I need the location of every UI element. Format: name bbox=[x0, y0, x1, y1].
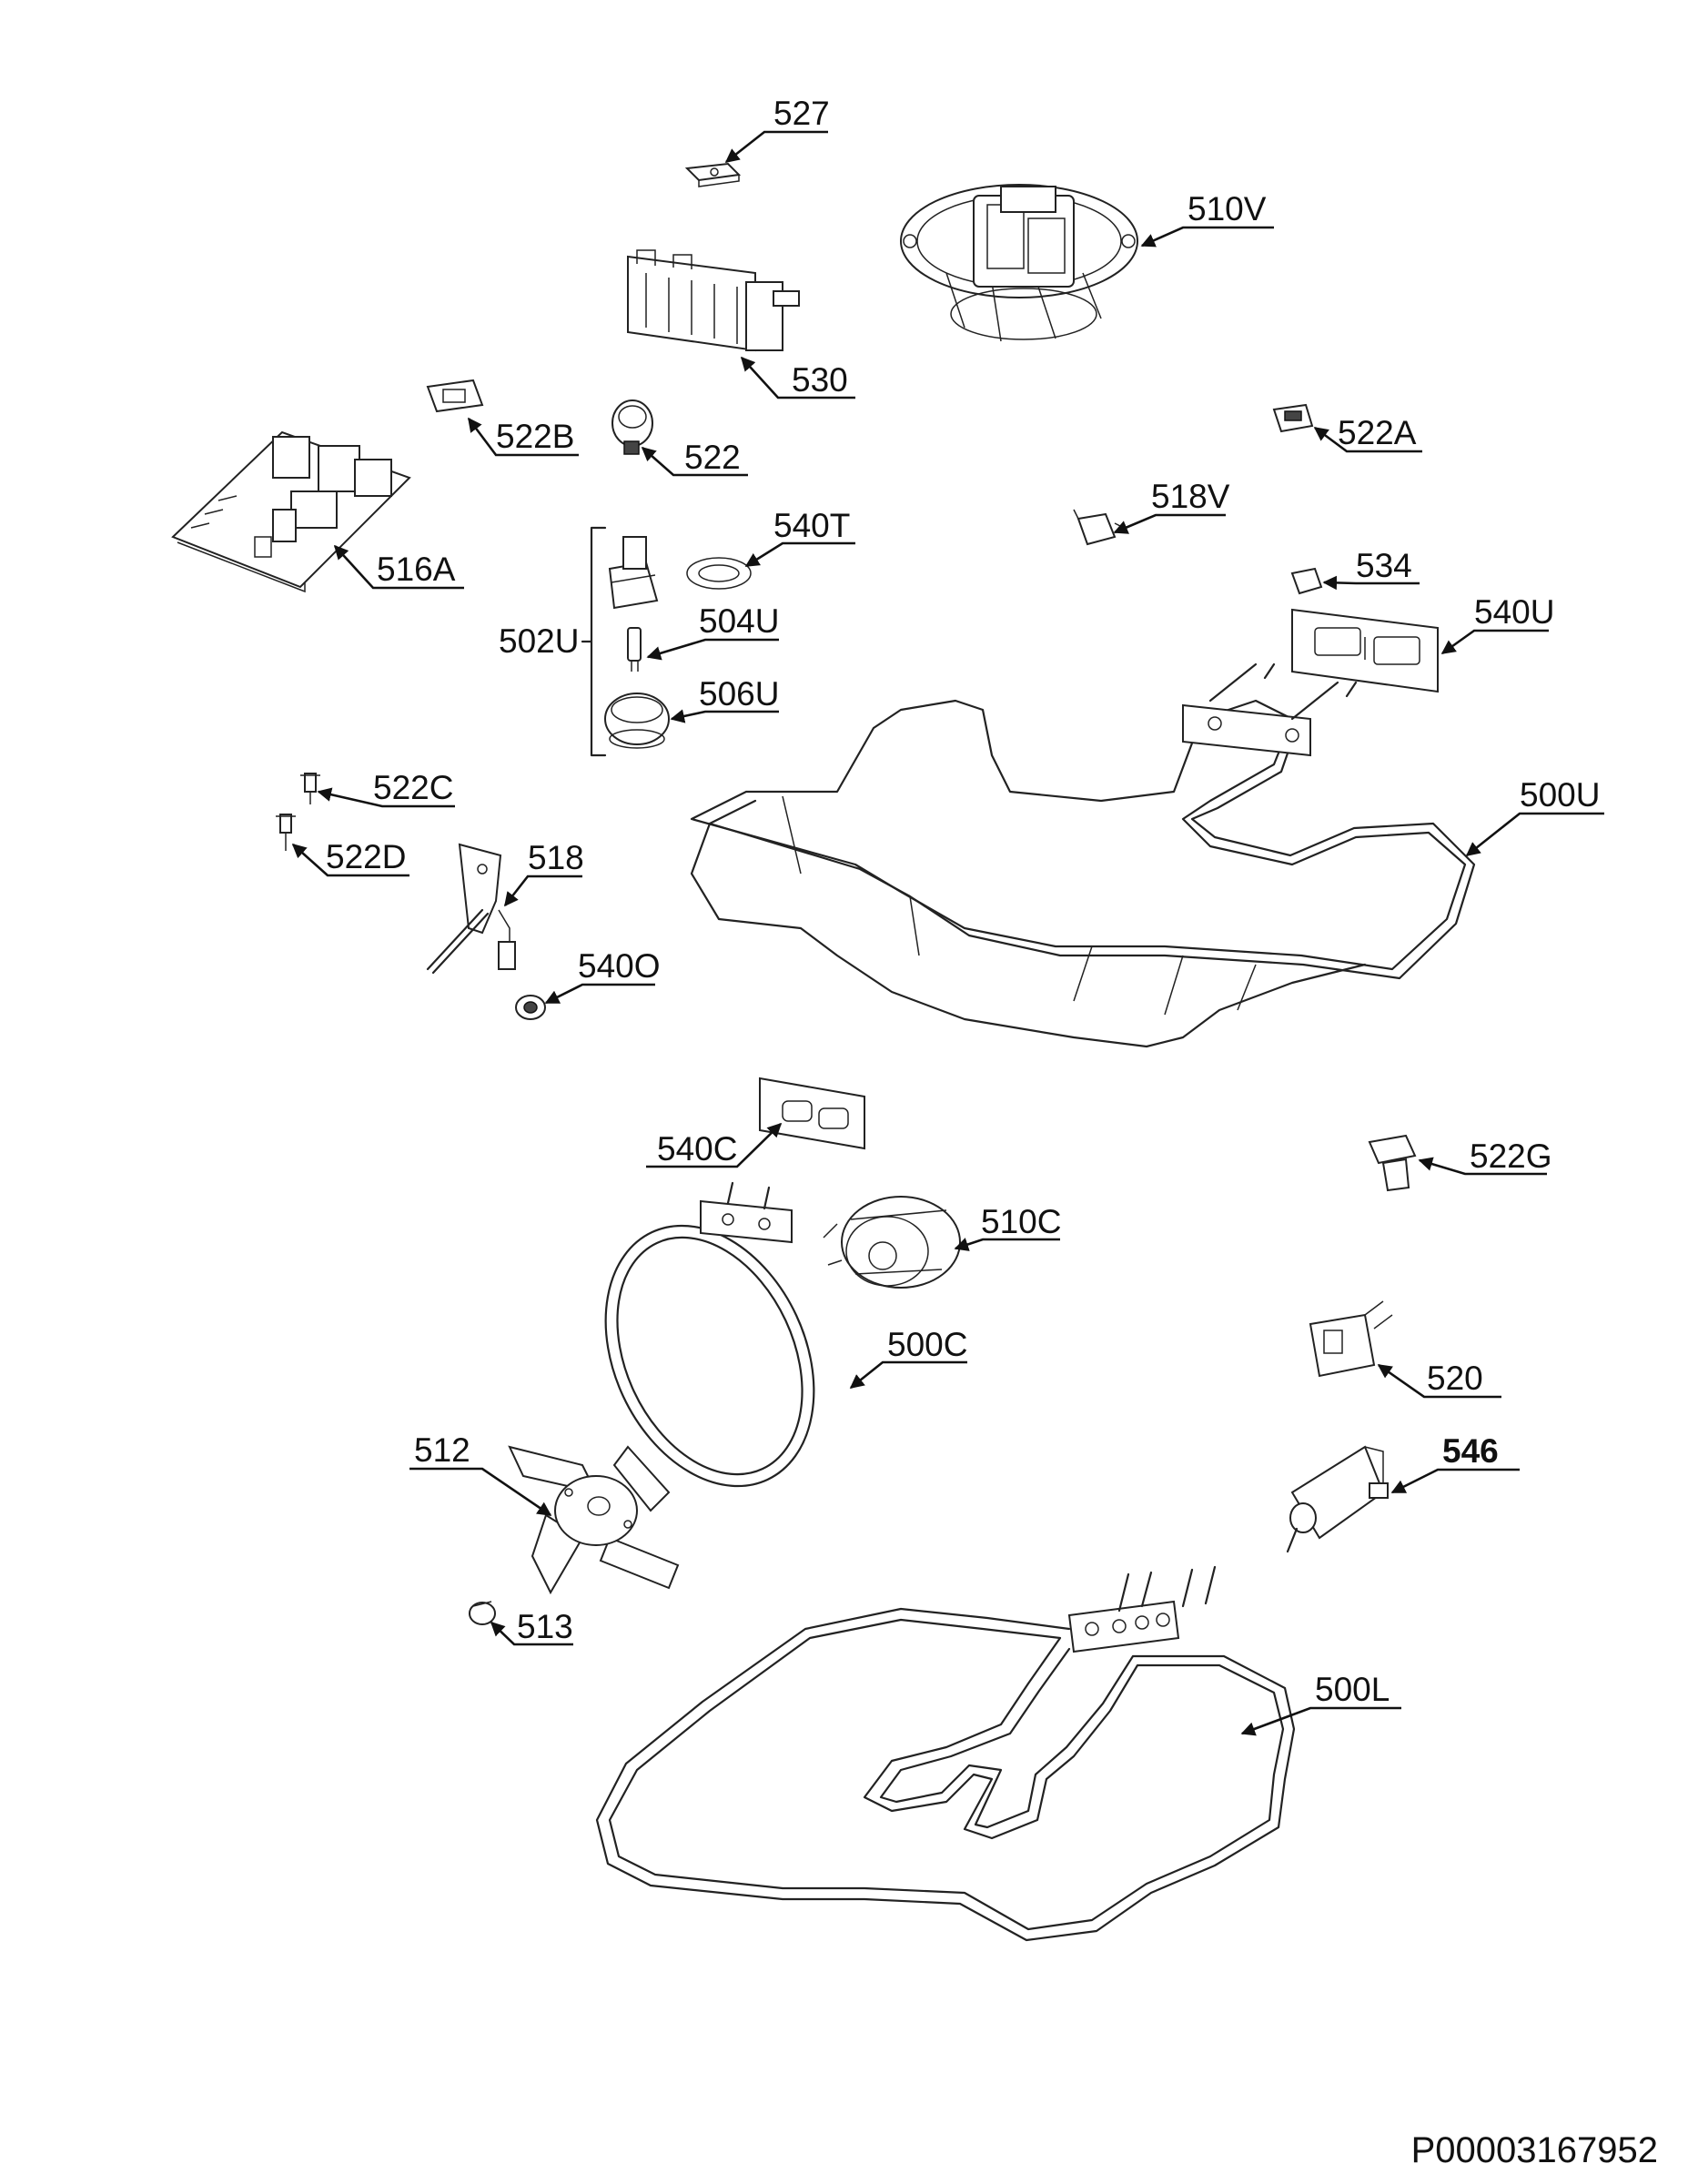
group-502u-bracket bbox=[581, 526, 607, 757]
label-500l: 500L bbox=[1315, 1671, 1390, 1708]
part-502u-lamp-holder-drawing bbox=[608, 536, 659, 610]
leader-522c bbox=[317, 787, 455, 808]
leader-504u bbox=[646, 638, 779, 661]
label-504u: 504U bbox=[699, 602, 779, 640]
part-522d-screw-drawing bbox=[276, 814, 296, 851]
part-527-bracket-drawing bbox=[684, 162, 742, 187]
part-520-switch-drawing bbox=[1309, 1300, 1393, 1378]
leader-534 bbox=[1322, 575, 1420, 591]
leader-506u bbox=[670, 709, 779, 723]
label-512: 512 bbox=[414, 1431, 470, 1469]
label-546: 546 bbox=[1442, 1432, 1499, 1470]
label-510c: 510C bbox=[981, 1203, 1061, 1240]
label-522g: 522G bbox=[1470, 1138, 1552, 1175]
label-540u: 540U bbox=[1474, 593, 1554, 631]
label-500c: 500C bbox=[887, 1326, 967, 1363]
label-502u: 502U bbox=[499, 622, 579, 660]
part-513-nut-drawing bbox=[469, 1601, 496, 1625]
leader-530 bbox=[740, 356, 855, 399]
part-540u-gasket-drawing bbox=[1291, 608, 1439, 693]
leader-513 bbox=[490, 1621, 573, 1646]
part-522a-clip-drawing bbox=[1272, 403, 1314, 433]
leader-540t bbox=[744, 541, 855, 568]
label-522d: 522D bbox=[326, 838, 406, 875]
leader-518v bbox=[1113, 513, 1226, 534]
leader-527 bbox=[724, 130, 828, 164]
leader-500u bbox=[1465, 812, 1604, 857]
label-527: 527 bbox=[773, 95, 830, 132]
leader-510c bbox=[954, 1238, 1060, 1251]
leader-520 bbox=[1377, 1363, 1501, 1399]
part-510v-fan-motor-drawing bbox=[900, 184, 1138, 342]
part-546-filter-drawing bbox=[1286, 1445, 1389, 1553]
part-540c-gasket-drawing bbox=[759, 1077, 865, 1150]
label-500u: 500U bbox=[1520, 776, 1600, 814]
part-512-fan-blade-drawing bbox=[508, 1445, 680, 1595]
label-520: 520 bbox=[1427, 1360, 1483, 1397]
leader-522 bbox=[641, 446, 748, 477]
label-540t: 540T bbox=[773, 507, 850, 544]
leader-522a bbox=[1313, 426, 1422, 453]
leader-518 bbox=[503, 875, 582, 907]
part-506u-lamp-cover-drawing bbox=[604, 693, 670, 749]
label-518: 518 bbox=[528, 839, 584, 876]
label-516a: 516A bbox=[377, 551, 456, 588]
leader-500l bbox=[1240, 1706, 1401, 1736]
part-540o-washer-drawing bbox=[515, 995, 546, 1020]
part-518v-clip-drawing bbox=[1073, 509, 1125, 546]
leader-540u bbox=[1440, 629, 1549, 655]
label-530: 530 bbox=[792, 361, 848, 399]
label-522: 522 bbox=[684, 439, 741, 476]
label-522a: 522A bbox=[1338, 414, 1417, 451]
leader-516a bbox=[333, 544, 464, 590]
leader-500c bbox=[849, 1360, 967, 1390]
leader-522b bbox=[467, 417, 579, 457]
part-504u-bulb-drawing bbox=[627, 627, 642, 672]
part-500u-grill-element-drawing bbox=[690, 662, 1476, 1048]
leader-510v bbox=[1140, 226, 1274, 248]
part-522-cap-drawing bbox=[611, 399, 653, 455]
label-513: 513 bbox=[517, 1608, 573, 1645]
part-534-cap-drawing bbox=[1290, 567, 1323, 595]
part-522g-clip-drawing bbox=[1368, 1134, 1417, 1192]
part-516a-control-board-drawing bbox=[171, 430, 411, 593]
part-500c-ring-heater-drawing bbox=[604, 1181, 815, 1488]
leader-522d bbox=[291, 843, 409, 877]
label-506u: 506U bbox=[699, 675, 779, 713]
part-530-terminal-block-drawing bbox=[627, 249, 800, 352]
leader-512 bbox=[409, 1467, 552, 1517]
label-540c: 540C bbox=[657, 1130, 737, 1168]
part-500l-bottom-element-drawing bbox=[595, 1565, 1296, 1942]
part-518-sensor-probe-drawing bbox=[426, 843, 516, 975]
part-522b-clip-drawing bbox=[426, 379, 484, 413]
label-534: 534 bbox=[1356, 547, 1412, 584]
part-510c-motor-drawing bbox=[823, 1196, 961, 1289]
part-522c-screw-drawing bbox=[300, 773, 320, 804]
part-540t-gasket-drawing bbox=[686, 557, 752, 590]
leader-540c bbox=[646, 1122, 783, 1168]
label-510v: 510V bbox=[1188, 190, 1267, 228]
leader-522g bbox=[1418, 1157, 1547, 1176]
label-540o: 540O bbox=[578, 947, 661, 985]
label-522c: 522C bbox=[373, 769, 453, 806]
document-number: P00003167952 bbox=[1410, 2130, 1658, 2170]
label-518v: 518V bbox=[1151, 478, 1230, 515]
leader-540o bbox=[544, 983, 655, 1005]
leader-546 bbox=[1390, 1468, 1520, 1494]
label-522b: 522B bbox=[496, 418, 574, 455]
